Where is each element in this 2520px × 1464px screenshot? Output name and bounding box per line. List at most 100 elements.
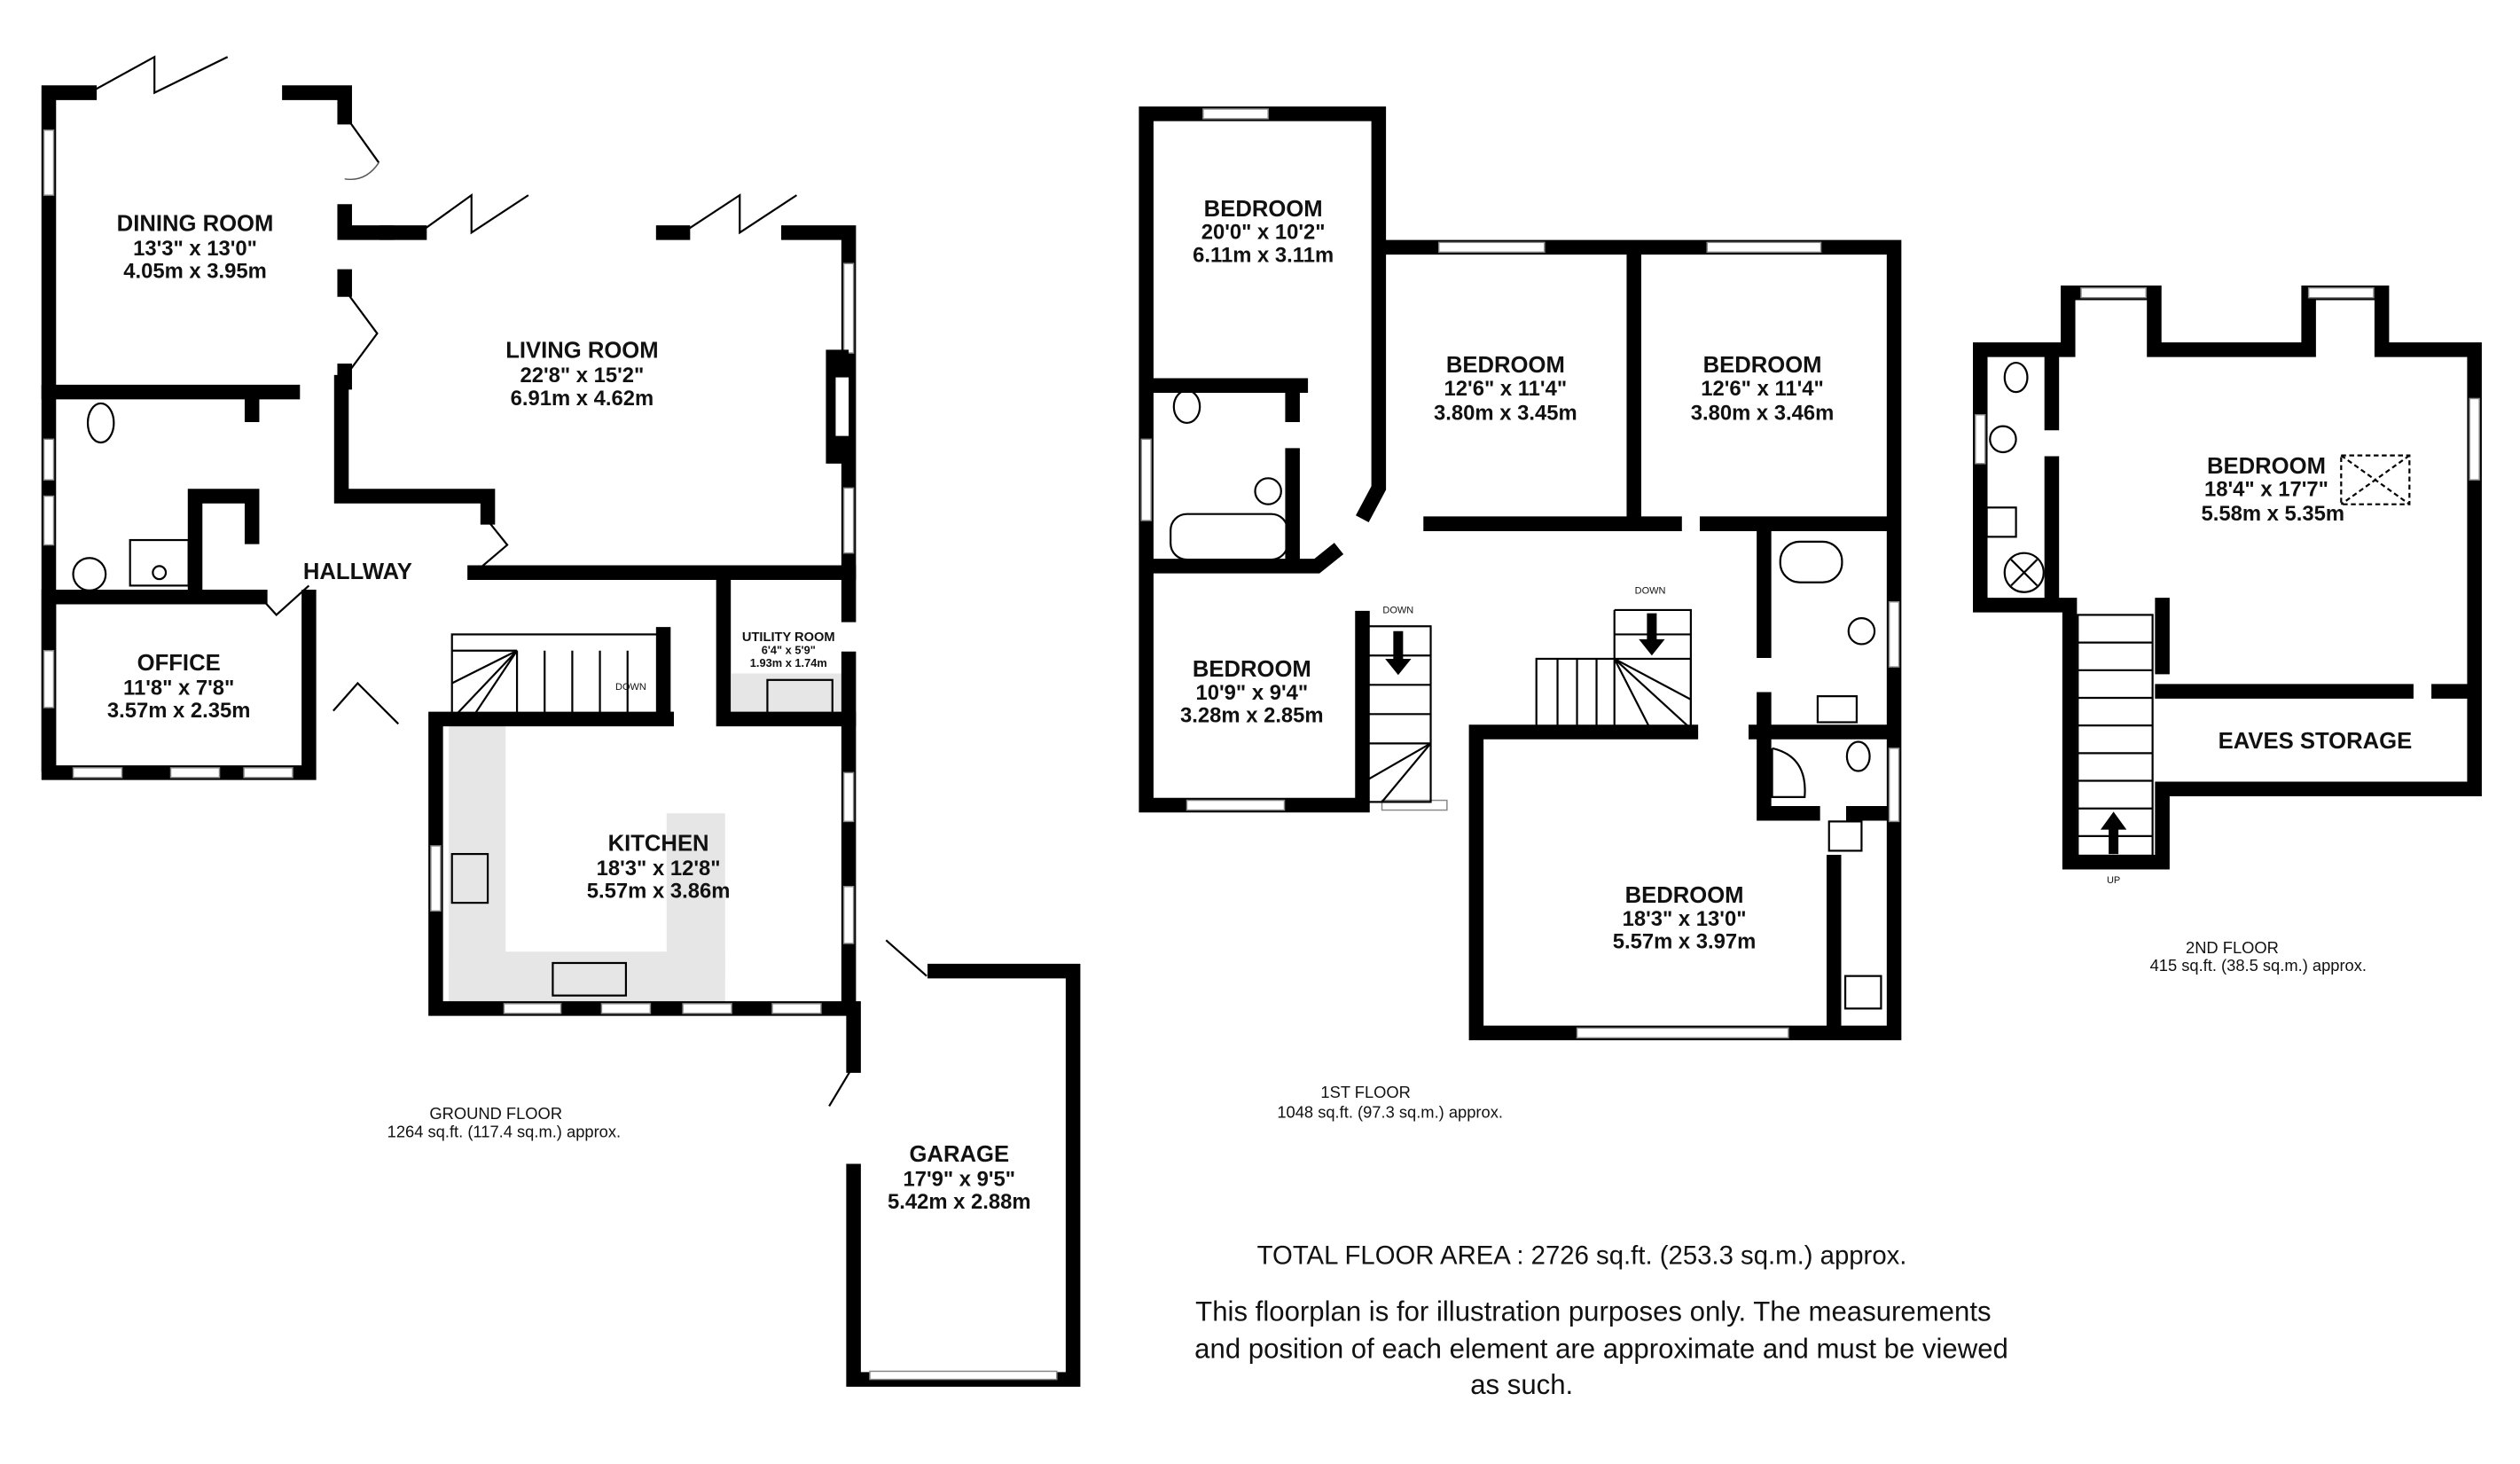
first-floor-stairs-left: DOWN: [1365, 606, 1432, 803]
bath-icon: [1779, 540, 1843, 583]
ground-floor-area: 1264 sq.ft. (117.4 sq.m.) approx.: [387, 1122, 621, 1140]
bedroom-2-name: BEDROOM: [1446, 353, 1565, 378]
living-room-metric: 6.91m x 4.62m: [511, 387, 654, 411]
chair-icon: [1843, 975, 1882, 1010]
basin-icon: [1827, 820, 1863, 852]
bath-icon: [1170, 513, 1289, 561]
kitchen-metric: 5.57m x 3.86m: [587, 880, 731, 904]
basin-icon: [1985, 506, 2017, 538]
dining-room-walls: [41, 85, 395, 772]
bedroom-5-name: BEDROOM: [1625, 883, 1744, 908]
window: [1576, 1027, 1789, 1039]
utility-counter: [732, 673, 842, 719]
bifold-door-icon: [682, 193, 798, 235]
stairs-up-label: UP: [2107, 875, 2120, 886]
shower-icon: [2003, 552, 2045, 593]
utility-room-name: UTILITY ROOM: [742, 630, 835, 645]
toilet-icon: [1847, 616, 1876, 646]
total-floor-area: TOTAL FLOOR AREA : 2726 sq.ft. (253.3 sq…: [1257, 1241, 1907, 1270]
first-floor-stairs-right: DOWN: [1535, 586, 1692, 730]
window: [1140, 438, 1152, 521]
skylight-icon: [2340, 454, 2411, 505]
bedroom-3-name: BEDROOM: [1703, 353, 1822, 378]
window: [842, 262, 855, 354]
window: [1888, 748, 1900, 823]
basin-icon: [1254, 477, 1282, 505]
window: [430, 845, 442, 912]
window: [43, 495, 55, 546]
shower-tray-icon: [129, 538, 190, 587]
disclaimer-line-2: and position of each element are approxi…: [1194, 1334, 2008, 1365]
garage-walls: [846, 963, 1081, 1387]
window: [43, 650, 55, 709]
window: [1202, 108, 1269, 120]
arrow-up-icon: [2100, 811, 2127, 855]
garage-imperial: 17'9" x 9'5": [903, 1167, 1015, 1191]
garage-metric: 5.42m x 2.88m: [888, 1190, 1031, 1214]
window: [2080, 286, 2148, 299]
office-name: OFFICE: [137, 651, 221, 676]
second-floor-bedroom-imperial: 18'4" x 17'7": [2204, 478, 2328, 502]
first-floor-plan: DOWN DOWN: [1139, 106, 1902, 1041]
kitchen-imperial: 18'3" x 12'8": [597, 857, 721, 881]
stairs-down-label: DOWN: [615, 682, 646, 693]
arrow-down-icon: [1385, 630, 1412, 676]
ground-floor-plan: DOWN: [41, 55, 1081, 1387]
hallway-name: HALLWAY: [303, 560, 412, 584]
window: [2307, 286, 2375, 299]
toilet-icon: [1172, 389, 1201, 425]
kitchen-counter-peninsula: [666, 813, 725, 976]
toilet-icon: [1845, 740, 1871, 772]
dining-room-metric: 4.05m x 3.95m: [123, 260, 267, 284]
window: [1706, 241, 1822, 254]
bedroom-4-metric: 3.28m x 2.85m: [1180, 703, 1324, 727]
window: [2469, 397, 2480, 481]
stairs-down-label: DOWN: [1635, 586, 1666, 597]
front-door-icon: [333, 681, 399, 725]
door-icon: [345, 116, 380, 164]
ground-stairs: DOWN: [450, 633, 665, 720]
window: [1381, 799, 1448, 811]
bedroom-2-metric: 3.80m x 3.45m: [1434, 401, 1577, 425]
bedroom-1-metric: 6.11m x 3.11m: [1193, 243, 1334, 267]
wc-walls: [41, 384, 301, 601]
disclaimer-line-1: This floorplan is for illustration purpo…: [1195, 1296, 1991, 1327]
second-floor-walls: [1973, 285, 2482, 870]
window: [243, 767, 293, 779]
basin-icon: [1989, 425, 2017, 454]
door-icon: [259, 584, 310, 616]
bifold-door-icon: [89, 55, 229, 95]
window: [72, 767, 123, 779]
first-floor-area: 1048 sq.ft. (97.3 sq.m.) approx.: [1277, 1102, 1503, 1121]
window: [1437, 241, 1546, 254]
bifold-door-icon: [419, 192, 529, 235]
bedroom-5-imperial: 18'3" x 13'0": [1623, 907, 1747, 931]
office-imperial: 11'8" x 7'8": [123, 676, 234, 700]
second-floor-area: 415 sq.ft. (38.5 sq.m.) approx.: [2150, 956, 2367, 975]
office-metric: 3.57m x 2.35m: [107, 699, 251, 723]
window: [43, 129, 55, 196]
eaves-storage-name: EAVES STORAGE: [2219, 729, 2413, 754]
window: [682, 1003, 732, 1014]
window: [842, 771, 855, 823]
window: [43, 438, 55, 481]
bedroom-3-metric: 3.80m x 3.46m: [1691, 401, 1835, 425]
sink-icon: [552, 961, 628, 997]
basin-icon: [1816, 695, 1859, 724]
door-icon: [885, 939, 927, 977]
double-door-icon: [343, 288, 379, 379]
second-floor-plan: UP: [1973, 285, 2482, 886]
bedroom-2-imperial: 12'6" x 11'4": [1444, 377, 1568, 401]
bedroom-3-imperial: 12'6" x 11'4": [1701, 377, 1824, 401]
basin-icon: [72, 557, 107, 592]
stairs-down-label: DOWN: [1382, 606, 1413, 616]
dining-room-imperial: 13'3" x 13'0": [133, 237, 257, 261]
disclaimer-line-3: as such.: [1470, 1369, 1573, 1400]
toilet-icon: [86, 402, 115, 444]
living-room-imperial: 22'8" x 15'2": [520, 364, 644, 388]
toilet-icon: [2003, 361, 2029, 394]
bedroom-5-metric: 5.57m x 3.97m: [1613, 929, 1757, 953]
dining-room-name: DINING ROOM: [117, 211, 274, 236]
door-icon: [473, 520, 509, 574]
bedroom-1-imperial: 20'0" x 10'2": [1201, 221, 1326, 245]
